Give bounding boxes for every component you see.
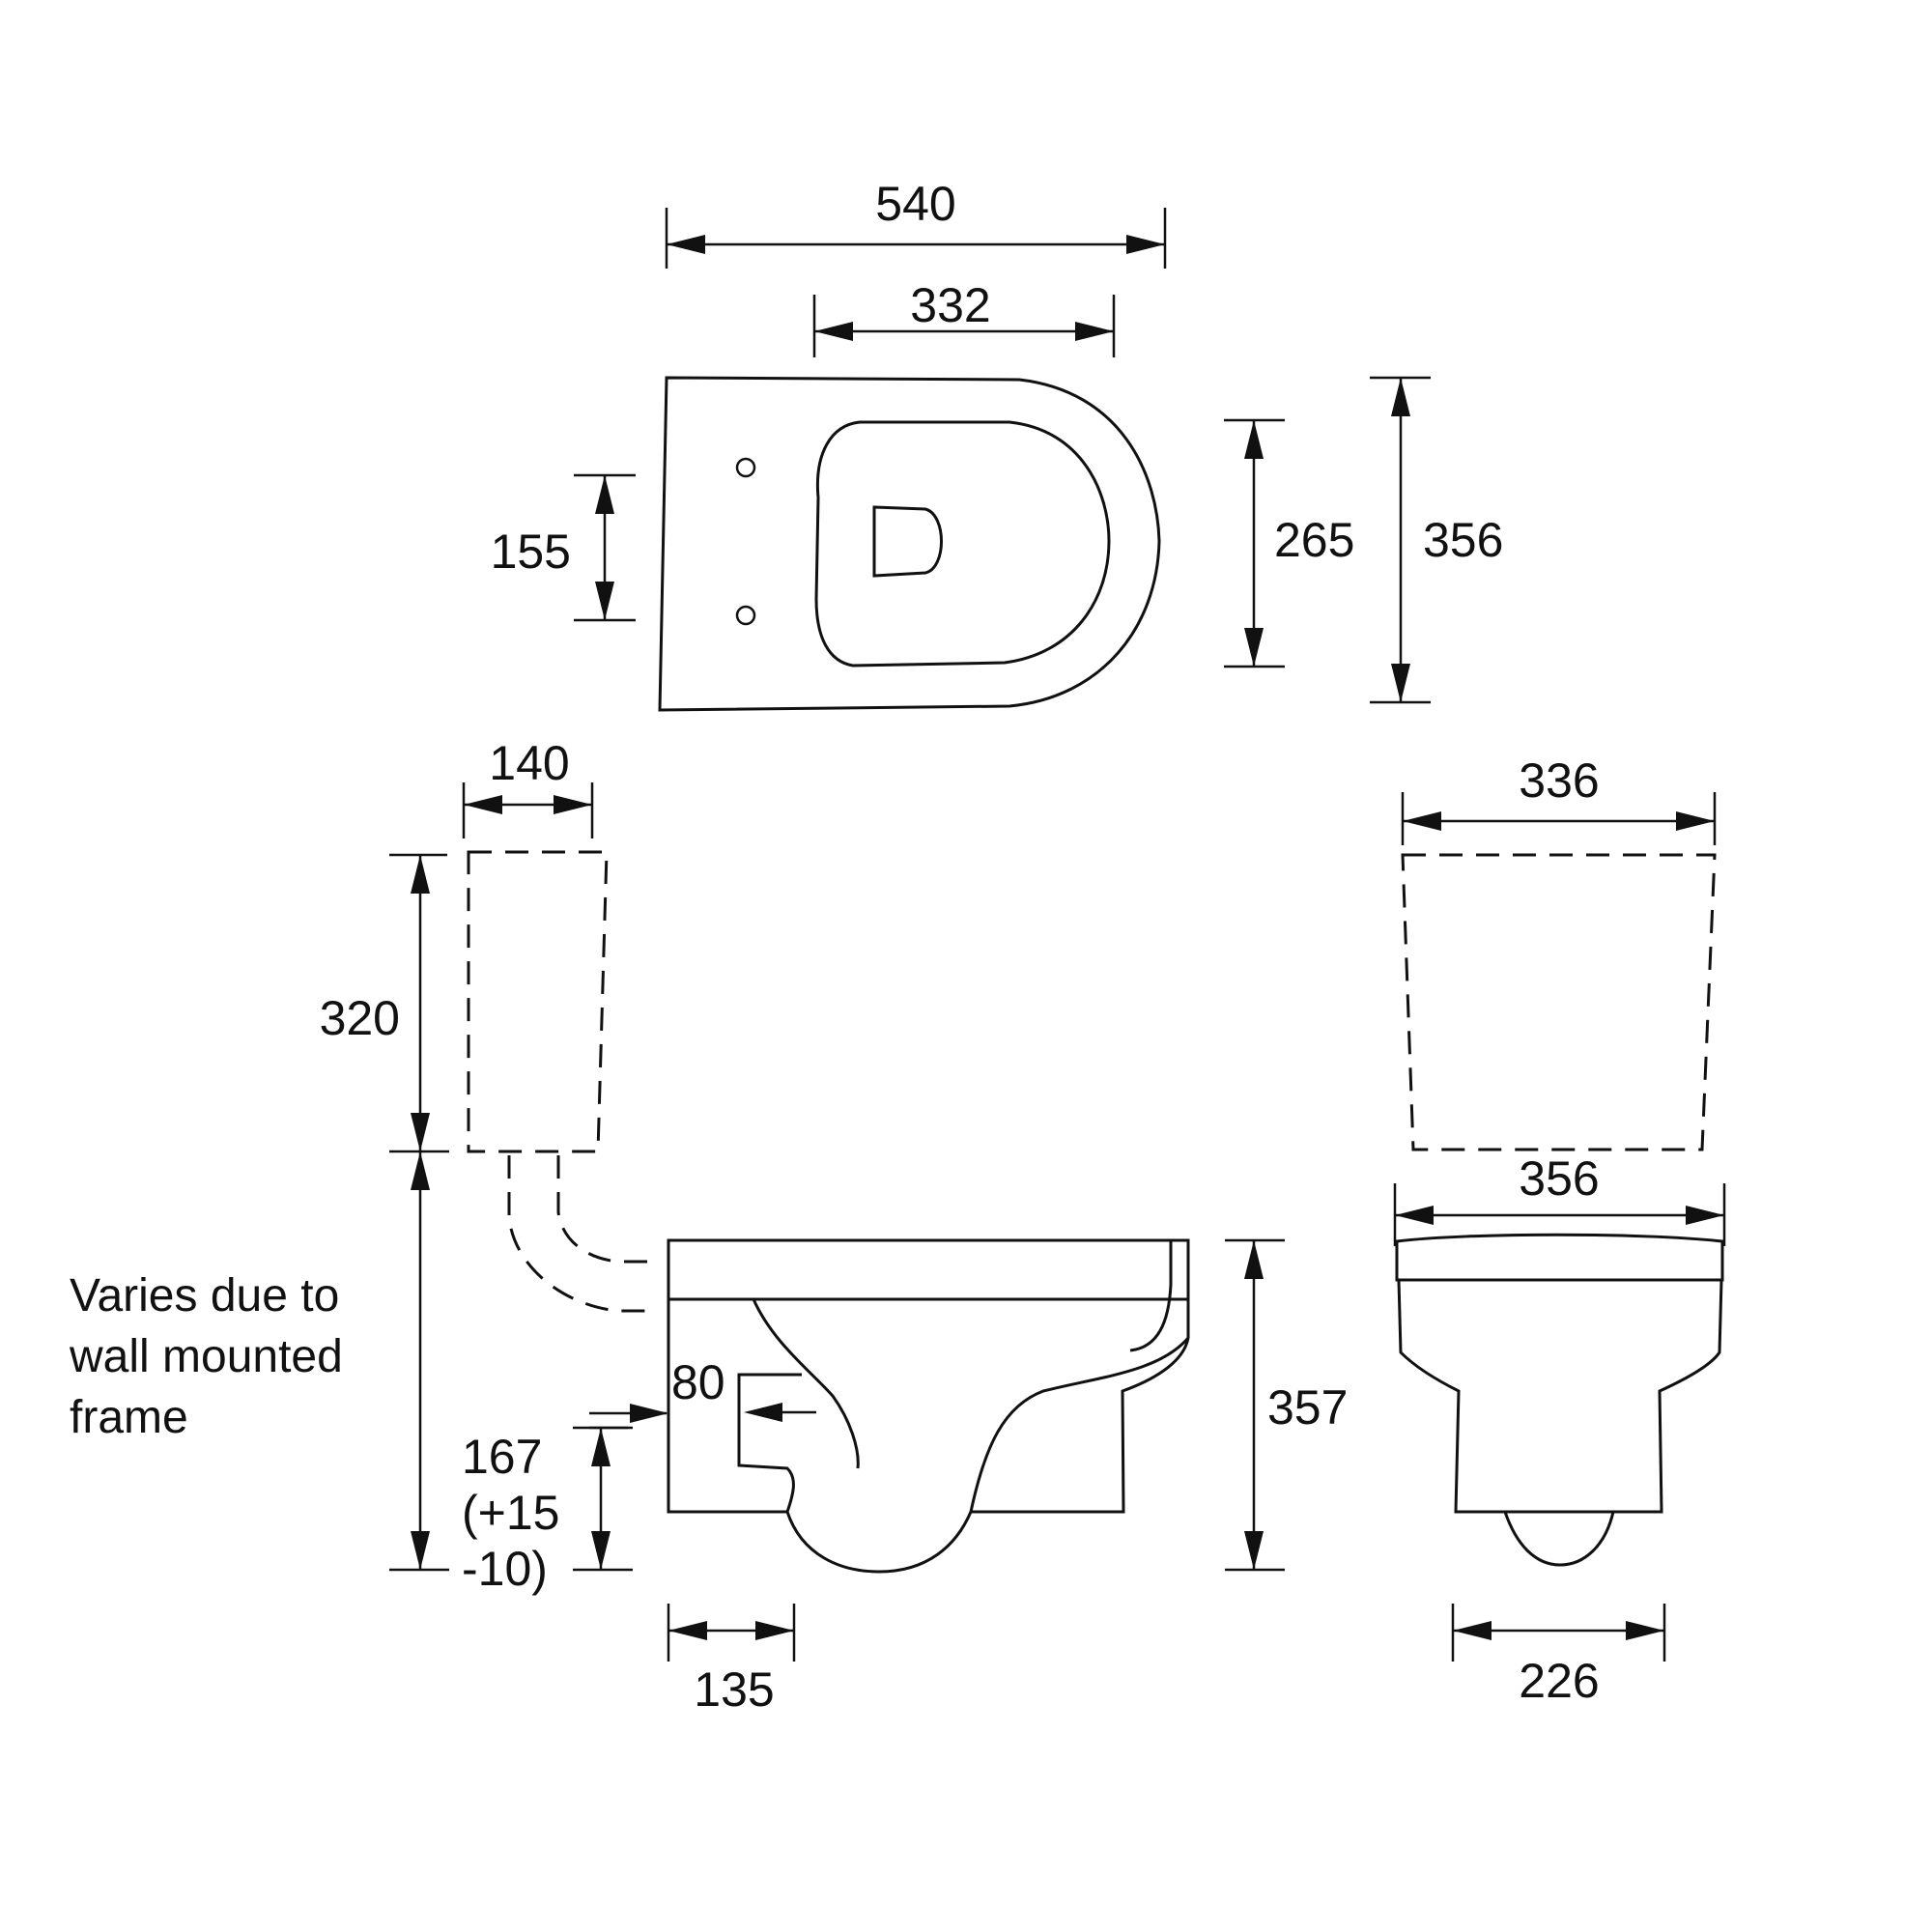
dimension-cistern-width: 336 <box>1401 753 1717 845</box>
flush-pipe-dashed-inner <box>556 1155 657 1264</box>
cistern-side-dashed <box>467 850 609 1153</box>
dimension-seat-width: 356 <box>1393 1151 1726 1246</box>
pan-front-base <box>1503 1511 1615 1567</box>
dimension-cistern-height: 320 <box>320 853 449 1153</box>
dim-label-265: 265 <box>1274 513 1354 567</box>
dim-label-226: 226 <box>1519 1654 1599 1708</box>
frame-note-line-1: Varies due to <box>70 1270 339 1321</box>
fixing-hole-top <box>735 457 756 478</box>
dimension-bowl-length: 332 <box>812 278 1116 357</box>
dim-label-332: 332 <box>910 278 990 332</box>
seat-front-outline <box>1395 1233 1724 1282</box>
side-view: 140 320 Varies due to wall mounted frame <box>69 736 1348 1717</box>
inlet-height-value: 167 <box>462 1430 542 1484</box>
bowl-rim-outline <box>814 420 1111 668</box>
dim-label-357: 357 <box>1267 1380 1348 1435</box>
dim-label-356-plan: 356 <box>1423 513 1503 567</box>
frame-note: Varies due to wall mounted frame <box>69 1270 355 1443</box>
frame-note-line-2: wall mounted <box>69 1331 343 1382</box>
dimension-base-width: 226 <box>1451 1604 1666 1708</box>
dimension-cistern-depth: 140 <box>462 736 594 838</box>
front-view: 336 356 226 <box>1393 753 1726 1708</box>
seat-side-outline <box>667 1238 1190 1301</box>
pan-plan-outline <box>658 376 1161 712</box>
trapway-curve <box>752 1298 860 1469</box>
dim-label-336: 336 <box>1519 753 1599 808</box>
inlet-height-tolerance-plus: (+15 <box>462 1486 559 1540</box>
dimension-fixing-centres: 155 <box>491 473 636 622</box>
dim-label-80: 80 <box>671 1355 725 1409</box>
cistern-front-dashed <box>1401 853 1717 1151</box>
dim-label-356-front: 356 <box>1519 1151 1599 1206</box>
dim-label-155: 155 <box>491 525 571 579</box>
dim-label-320: 320 <box>320 991 400 1045</box>
dimension-overall-length: 540 <box>665 177 1167 269</box>
pan-front-outline <box>1397 1279 1723 1514</box>
plan-view: 540 332 155 265 <box>491 177 1503 712</box>
frame-note-line-3: frame <box>70 1392 188 1443</box>
dimension-frame-height <box>389 1151 449 1572</box>
dim-label-167: 167 (+15 -10) <box>462 1430 573 1596</box>
dimension-overall-width: 356 <box>1370 376 1503 704</box>
flush-pipe-dashed-outer <box>507 1155 657 1313</box>
pan-rim-curve <box>1129 1240 1173 1352</box>
dimension-inlet-height: 167 (+15 -10) <box>462 1426 633 1596</box>
dim-label-135: 135 <box>694 1662 774 1717</box>
pan-body-outline <box>667 1299 973 1574</box>
dimension-bowl-width: 265 <box>1224 418 1354 668</box>
outlet-outline <box>872 505 943 578</box>
dim-label-540: 540 <box>875 177 955 231</box>
dimension-waste-offset: 135 <box>667 1604 796 1717</box>
pan-outer-curve <box>969 1337 1190 1513</box>
dim-label-140: 140 <box>489 736 569 790</box>
fixing-hole-bottom <box>735 605 756 626</box>
pan-front-profile <box>971 1240 1190 1514</box>
inlet-height-tolerance-minus: -10) <box>462 1542 548 1596</box>
dimension-pan-height: 357 <box>1225 1238 1348 1572</box>
outlet-horn <box>737 1373 802 1513</box>
